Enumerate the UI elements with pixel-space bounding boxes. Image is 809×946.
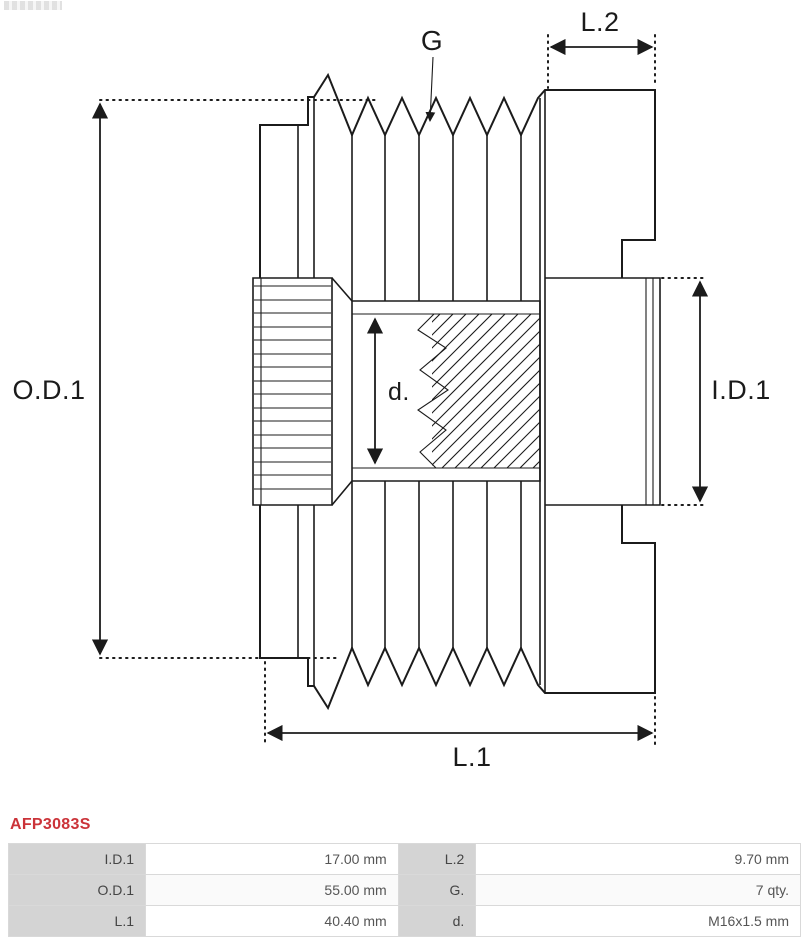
spec-key-cell: O.D.1 <box>7 874 147 906</box>
spec-key-cell: d. <box>397 905 477 937</box>
dim-label-l2: L.2 <box>580 7 619 37</box>
dim-label-id1: I.D.1 <box>711 375 771 405</box>
spec-value-cell: 40.40 mm <box>145 905 399 937</box>
dim-l1: L.1 <box>264 661 656 772</box>
dim-l2: L.2 <box>547 7 656 89</box>
spec-row: L.1 40.40 mm d. M16x1.5 mm <box>7 905 801 937</box>
splined-hub <box>252 277 353 506</box>
spec-key-cell: I.D.1 <box>7 843 147 875</box>
spec-table: I.D.1 17.00 mm L.2 9.70 mm O.D.1 55.00 m… <box>7 843 801 937</box>
spec-value-cell: M16x1.5 mm <box>475 905 801 937</box>
spec-value-cell: 55.00 mm <box>145 874 399 906</box>
dim-label-od1: O.D.1 <box>12 375 85 405</box>
pulley-cross-section-svg: O.D.1 L.2 G I.D.1 d. L.1 <box>12 7 771 772</box>
spec-key-cell: L.2 <box>397 843 477 875</box>
dim-d: d. <box>366 317 410 465</box>
spec-value-cell: 9.70 mm <box>475 843 801 875</box>
spec-key-cell: L.1 <box>7 905 147 937</box>
right-sleeve <box>545 277 661 506</box>
part-number-link[interactable]: AFP3083S <box>10 816 91 833</box>
spec-key-cell: G. <box>397 874 477 906</box>
dim-label-l1: L.1 <box>452 742 491 772</box>
threaded-bore <box>351 300 541 482</box>
section-hatching <box>432 314 540 468</box>
spec-row: I.D.1 17.00 mm L.2 9.70 mm <box>7 843 801 875</box>
dim-id1: I.D.1 <box>661 277 771 506</box>
brand-watermark <box>4 1 62 10</box>
spec-value-cell: 17.00 mm <box>145 843 399 875</box>
pulley-technical-drawing: O.D.1 L.2 G I.D.1 d. L.1 <box>12 7 771 772</box>
dim-od1: O.D.1 <box>12 99 379 659</box>
dim-label-d: d. <box>388 378 410 406</box>
spec-value-cell: 7 qty. <box>475 874 801 906</box>
spec-row: O.D.1 55.00 mm G. 7 qty. <box>7 874 801 906</box>
dim-label-g: G <box>421 25 443 56</box>
pulley-outline <box>259 72 656 711</box>
dim-g: G <box>421 25 443 122</box>
